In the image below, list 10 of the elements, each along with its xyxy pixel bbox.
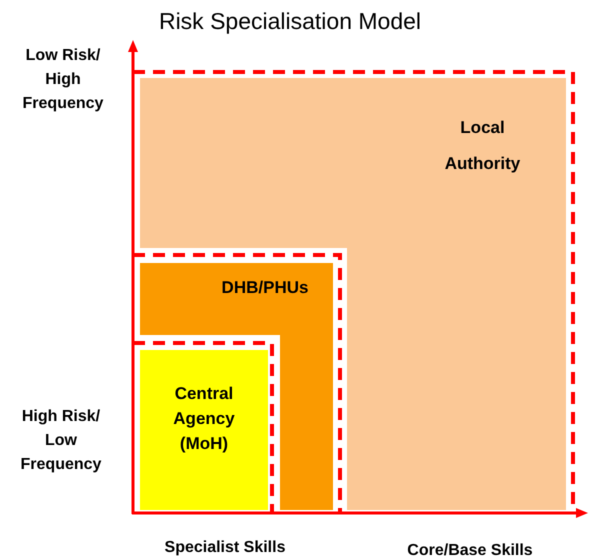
axis-label: Specialist Skills (164, 538, 286, 558)
axis-label: Low Risk/ High Frequency (22, 46, 104, 114)
region-label: DHB/PHUs (220, 277, 310, 299)
nested-region (133, 335, 280, 513)
nested-region (133, 248, 347, 513)
region-label: Central Agency (MoH) (172, 383, 236, 455)
axis-label: Core/Base Skills (406, 541, 534, 558)
diagram-title: Risk Specialisation Model (158, 8, 422, 35)
region-label: Local Authority (444, 117, 522, 175)
axis-label: High Risk/ Low Frequency (20, 407, 102, 475)
